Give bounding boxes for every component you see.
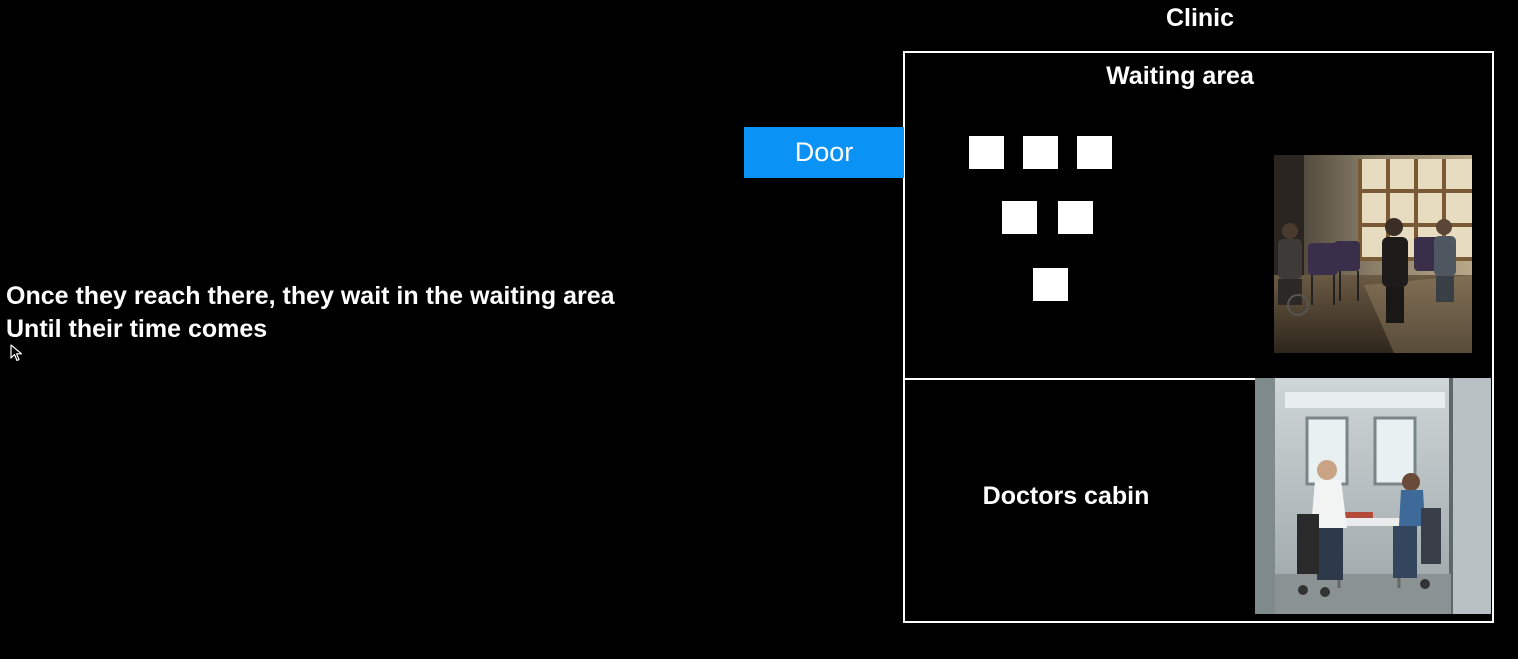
waiting-patient bbox=[1033, 268, 1068, 301]
clinic-title: Clinic bbox=[1165, 4, 1235, 32]
waiting-patient bbox=[1077, 136, 1112, 169]
doctors-cabin-label: Doctors cabin bbox=[982, 482, 1150, 510]
door-box: Door bbox=[744, 127, 904, 178]
mouse-pointer-icon bbox=[10, 344, 23, 362]
narration-text: Once they reach there, they wait in the … bbox=[6, 280, 615, 346]
waiting-patient bbox=[1023, 136, 1058, 169]
waiting-room-photo bbox=[1274, 155, 1472, 353]
clinic-boundary bbox=[903, 51, 1494, 623]
narration-line-2: Until their time comes bbox=[6, 315, 268, 343]
doctor-consultation-photo bbox=[1255, 378, 1491, 614]
waiting-patient bbox=[969, 136, 1004, 169]
door-label: Door bbox=[794, 137, 854, 167]
waiting-area-label: Waiting area bbox=[1106, 62, 1254, 90]
room-divider bbox=[903, 378, 1257, 380]
narration-line-1: Once they reach there, they wait in the … bbox=[6, 282, 615, 310]
waiting-patient bbox=[1058, 201, 1093, 234]
waiting-patient bbox=[1002, 201, 1037, 234]
